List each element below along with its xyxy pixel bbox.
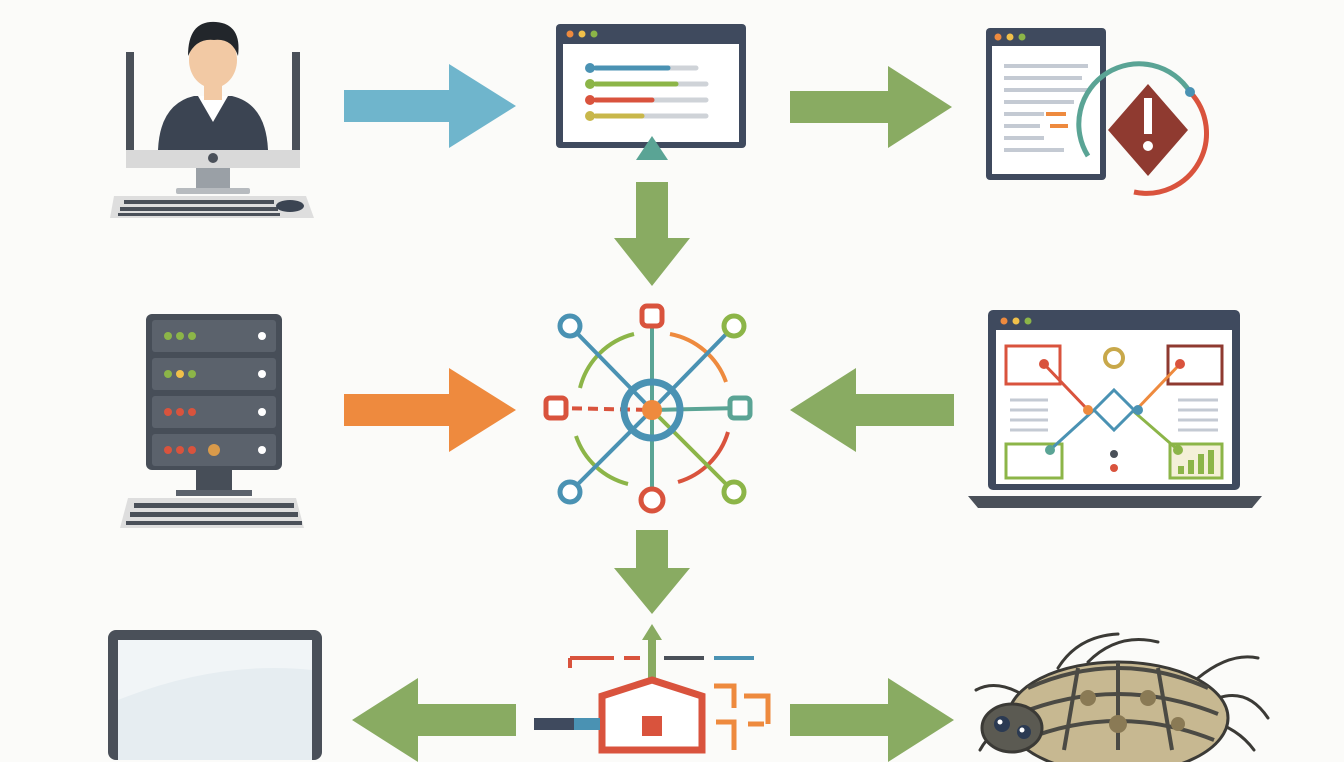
monitor-icon <box>108 630 324 760</box>
arrow-user-to-form <box>344 64 516 148</box>
arrow-dashboard-to-hub <box>790 368 954 452</box>
arrow-hub-to-shield <box>614 530 690 614</box>
alert-report-icon <box>984 26 1214 198</box>
flow-dashboard-laptop-icon <box>968 310 1262 510</box>
server-rack-icon <box>120 314 310 534</box>
arrow-shield-to-bug <box>790 678 954 762</box>
network-hub-icon <box>542 302 764 518</box>
mechanical-bug-icon <box>968 628 1274 762</box>
arrow-form-to-hub <box>614 182 690 286</box>
user-computer-icon <box>110 12 320 224</box>
web-form-window-icon <box>556 24 748 160</box>
arrow-server-to-hub <box>344 368 516 452</box>
arrow-form-to-alert <box>790 66 952 148</box>
security-shield-icon <box>534 624 774 754</box>
arrow-shield-to-monitor <box>352 678 516 762</box>
